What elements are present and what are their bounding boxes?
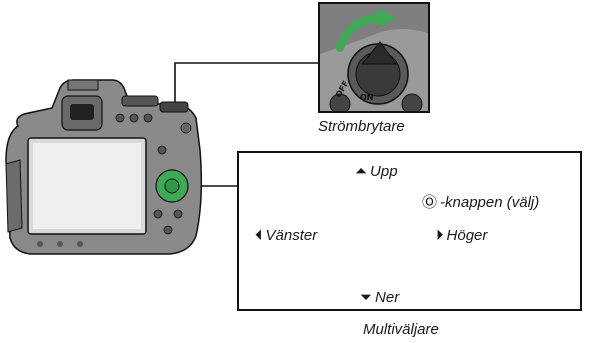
ok-icon: Ⓞ <box>422 194 438 211</box>
multiselector-box <box>237 151 582 311</box>
rotation-arrow-icon <box>336 14 386 52</box>
camera-body <box>5 79 203 255</box>
power-switch-illustration: OFF ON <box>320 4 428 111</box>
left-label: ⏴Vänster <box>255 227 318 244</box>
power-switch-closeup: OFF ON <box>318 2 430 113</box>
right-label: ⏵Höger <box>436 227 488 244</box>
power-connector-line <box>174 62 318 112</box>
right-button-icon: ⏵ <box>436 227 444 244</box>
up-label: ⏶Upp <box>355 163 398 180</box>
multiselector-highlight-icon <box>155 169 189 203</box>
down-label: ⏷Ner <box>360 289 400 306</box>
power-switch-label: Strömbrytare <box>318 118 405 135</box>
multiselector-caption: Multiväljare <box>363 321 439 338</box>
on-text: ON <box>360 93 374 102</box>
down-button-icon: ⏷ <box>360 289 373 306</box>
left-button-icon: ⏴ <box>255 227 263 244</box>
ok-label: Ⓞ-knappen (välj) <box>422 194 540 211</box>
up-button-icon: ⏶ <box>355 163 368 180</box>
